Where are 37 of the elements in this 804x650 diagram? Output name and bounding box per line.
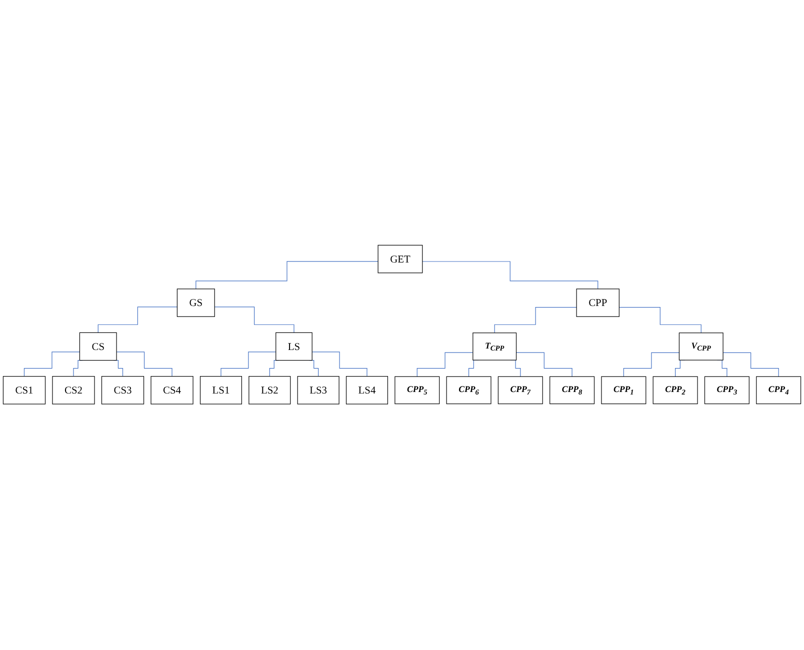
node-box: V$_{CPP}$ [678, 332, 724, 361]
connector [422, 262, 598, 290]
connector [196, 262, 378, 290]
node-box: GET [378, 245, 423, 274]
connector [312, 352, 368, 378]
node-box: CPP$_{4}$ [756, 376, 802, 404]
connector [214, 307, 294, 334]
node-box: CPP$_{6}$ [446, 376, 492, 404]
connector [416, 352, 474, 378]
connector [98, 307, 178, 334]
connector [618, 307, 702, 334]
connector [722, 352, 779, 378]
connector [516, 352, 572, 378]
node-box: GS [176, 289, 215, 318]
connector [220, 352, 276, 378]
node-box: LS1 [200, 376, 242, 405]
node-box: CS [79, 332, 117, 361]
node-box: LS2 [248, 376, 291, 405]
node-box: CPP$_{2}$ [652, 376, 698, 404]
node-box: LS3 [297, 376, 340, 405]
node-box: CS1 [2, 376, 46, 405]
node-box: LS4 [346, 376, 388, 405]
node-box: CS4 [150, 376, 194, 405]
node-box: CPP$_{5}$ [394, 376, 440, 404]
connector [494, 307, 577, 334]
node-box: CS3 [101, 376, 144, 405]
node-box: CPP$_{7}$ [498, 376, 543, 404]
node-box: CPP [576, 289, 620, 318]
node-box: CPP$_{8}$ [550, 376, 595, 404]
node-box: LS [276, 332, 312, 361]
node-box: CS2 [52, 376, 95, 405]
connector [623, 352, 680, 378]
connector [24, 352, 80, 378]
connector [116, 352, 172, 378]
node-box: CPP$_{1}$ [601, 376, 646, 404]
node-box: CPP$_{3}$ [704, 376, 750, 404]
node-box: T$_{CPP}$ [472, 332, 517, 361]
